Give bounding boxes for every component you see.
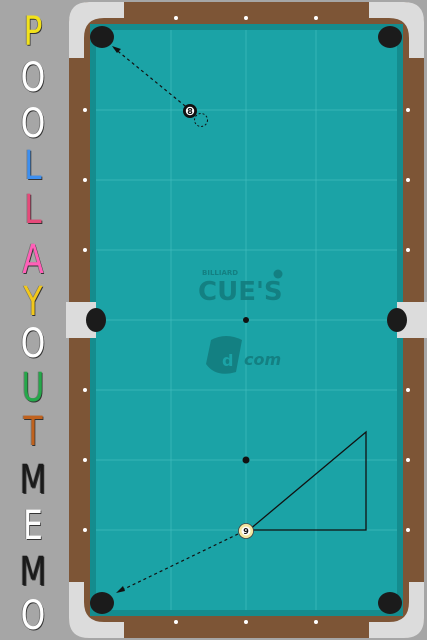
corner-frame-tl xyxy=(69,2,124,58)
title-letter: E xyxy=(23,503,43,549)
bank-shot-triangle xyxy=(247,430,367,531)
watermark-logo: BILLIARD CUE'S d com xyxy=(198,269,283,374)
diamond-marker-icon xyxy=(174,16,178,20)
logo-domain-text: com xyxy=(244,350,281,369)
title-letter: M xyxy=(19,549,47,595)
ball-8-label: 8 xyxy=(187,107,193,116)
center-spot xyxy=(243,317,249,323)
diamond-marker-icon xyxy=(174,620,178,624)
diamond-marker-icon xyxy=(83,108,87,112)
diamond-marker-icon xyxy=(314,16,318,20)
diamond-marker-icon xyxy=(406,248,410,252)
diamond-marker-icon xyxy=(244,16,248,20)
ghost-ball-icon xyxy=(194,113,208,127)
ball-8[interactable]: 8 xyxy=(183,104,197,118)
corner-frame-br xyxy=(369,582,424,638)
diamond-marker-icon xyxy=(406,178,410,182)
pool-table[interactable]: BILLIARD CUE'S d com 8 9 xyxy=(66,0,427,640)
title-letter: L xyxy=(24,187,42,233)
svg-text:d: d xyxy=(222,351,233,370)
title-letter: M xyxy=(19,457,47,503)
foot-spot xyxy=(242,456,250,464)
logo-small-text: BILLIARD xyxy=(202,269,238,277)
title-letter: A xyxy=(22,237,44,283)
title-letter: U xyxy=(21,365,45,411)
title-letter: O xyxy=(20,55,46,101)
corner-frame-bl xyxy=(69,582,124,638)
pocket-icon xyxy=(387,308,407,332)
logo-big-text: CUE'S xyxy=(198,277,283,307)
ball-9-label: 9 xyxy=(243,527,249,536)
diamond-marker-icon xyxy=(83,178,87,182)
title-letter: O xyxy=(20,101,46,147)
pocket-icon xyxy=(378,26,402,48)
diamond-marker-icon xyxy=(83,528,87,532)
title-letter: T xyxy=(23,409,43,455)
diamond-marker-icon xyxy=(314,620,318,624)
shot-path-8-to-pocket xyxy=(113,47,191,111)
ball-9[interactable]: 9 xyxy=(238,523,254,539)
title-letter: O xyxy=(20,321,46,367)
diamond-marker-icon xyxy=(83,388,87,392)
arrow-head xyxy=(116,586,125,593)
title-letter: P xyxy=(23,9,43,55)
diamond-marker-icon xyxy=(406,458,410,462)
arrow-head xyxy=(112,46,121,53)
shot-path-9-to-pocket xyxy=(119,533,239,592)
pocket-icon xyxy=(90,26,114,48)
corner-frame-tr xyxy=(369,2,424,58)
title-letter: L xyxy=(24,143,42,189)
diamond-marker-icon xyxy=(406,528,410,532)
diamond-marker-icon xyxy=(406,388,410,392)
pocket-icon xyxy=(90,592,114,614)
diamond-marker-icon xyxy=(244,620,248,624)
pocket-icon xyxy=(86,308,106,332)
diamond-marker-icon xyxy=(406,108,410,112)
diamond-marker-icon xyxy=(83,458,87,462)
pocket-icon xyxy=(378,592,402,614)
title-letter: Y xyxy=(23,279,43,325)
diamond-marker-icon xyxy=(83,248,87,252)
title-letter: O xyxy=(20,593,46,639)
